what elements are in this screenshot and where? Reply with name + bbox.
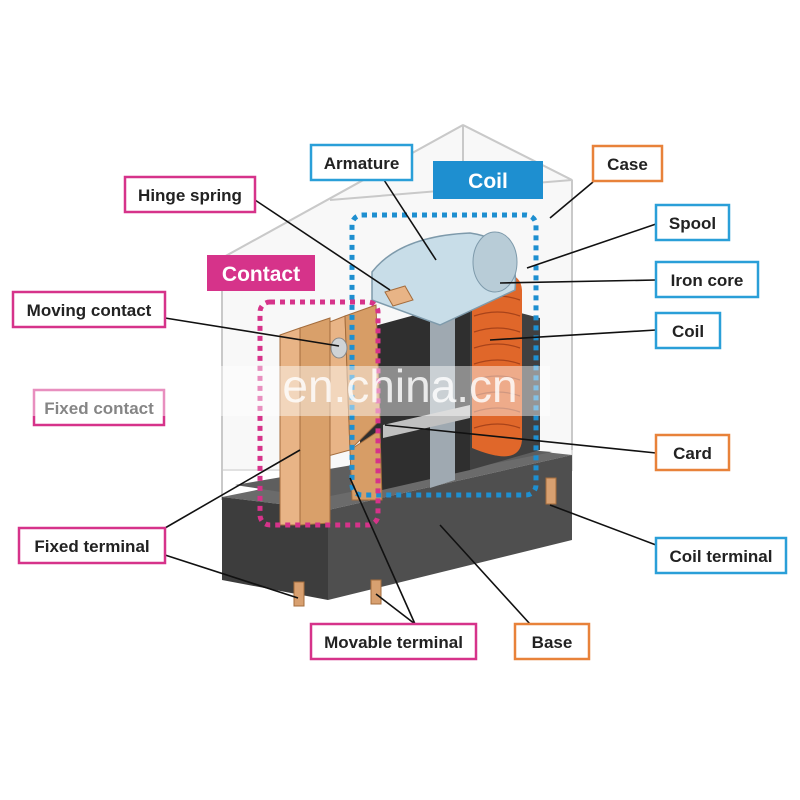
label-movable-terminal: Movable terminal [309, 622, 478, 661]
contact-group-banner: Contact [207, 255, 315, 291]
svg-text:Case: Case [607, 155, 648, 174]
coil-group-outline [349, 212, 539, 498]
label-base: Base [513, 622, 591, 661]
svg-text:Fixed contact: Fixed contact [44, 399, 154, 418]
svg-text:Spool: Spool [669, 214, 716, 233]
label-case: Case [591, 144, 664, 183]
svg-text:Hinge spring: Hinge spring [138, 186, 242, 205]
contact-assembly [279, 285, 414, 526]
label-spool: Spool [654, 203, 731, 242]
label-coil-terminal: Coil terminal [654, 536, 788, 575]
label-card: Card [654, 433, 731, 472]
label-fixed-contact: Fixed contact [32, 388, 166, 427]
contact-group-title: Contact [222, 263, 300, 286]
leader-lines [164, 179, 657, 625]
svg-text:Movable terminal: Movable terminal [324, 633, 463, 652]
coil-assembly [360, 231, 540, 495]
svg-text:Coil: Coil [672, 322, 704, 341]
label-fixed-terminal: Fixed terminal [17, 526, 167, 565]
svg-text:Base: Base [532, 633, 573, 652]
coil-group-title: Coil [468, 170, 508, 193]
svg-text:Iron core: Iron core [671, 271, 744, 290]
svg-text:Armature: Armature [324, 154, 400, 173]
label-coil: Coil [654, 311, 722, 350]
svg-text:Card: Card [673, 444, 712, 463]
contact-group-outline [257, 299, 381, 528]
watermark-text: en.china.cn [282, 360, 517, 412]
label-hinge-spring: Hinge spring [123, 175, 257, 214]
label-iron-core: Iron core [654, 260, 760, 299]
coil-group-banner: Coil [433, 161, 543, 199]
label-moving-contact: Moving contact [11, 290, 167, 329]
terminal-pins [293, 477, 557, 607]
svg-text:Moving contact: Moving contact [27, 301, 152, 320]
label-armature: Armature [309, 143, 414, 182]
watermark: en.china.cn [30, 360, 550, 416]
svg-text:Coil terminal: Coil terminal [670, 547, 773, 566]
svg-text:Fixed terminal: Fixed terminal [34, 537, 149, 556]
